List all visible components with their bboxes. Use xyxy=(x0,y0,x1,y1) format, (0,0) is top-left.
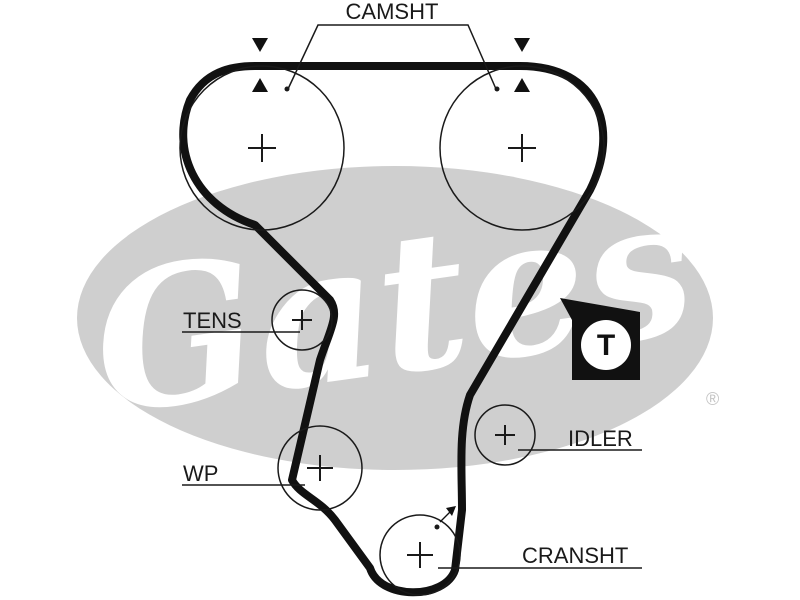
label-water-pump: WP xyxy=(183,461,218,486)
water-pump-pulley xyxy=(277,425,363,511)
right-camshaft-pulley xyxy=(439,65,605,231)
registered-mark: ® xyxy=(706,389,719,409)
crankshaft-pulley xyxy=(379,514,461,596)
label-tensioner: TENS xyxy=(183,308,242,333)
timing-belt xyxy=(179,62,608,597)
timing-marks xyxy=(252,38,530,523)
tension-badge-letter: T xyxy=(597,329,615,362)
left-camshaft-pulley xyxy=(179,65,345,231)
tensioner-pulley xyxy=(271,289,333,351)
idler-pulley xyxy=(474,404,536,466)
leader-lines xyxy=(182,24,642,569)
label-idler: IDLER xyxy=(568,426,633,451)
label-crankshaft: CRANSHT xyxy=(522,543,628,568)
label-camshaft: CAMSHT xyxy=(346,0,439,24)
tension-badge: T xyxy=(560,298,640,380)
